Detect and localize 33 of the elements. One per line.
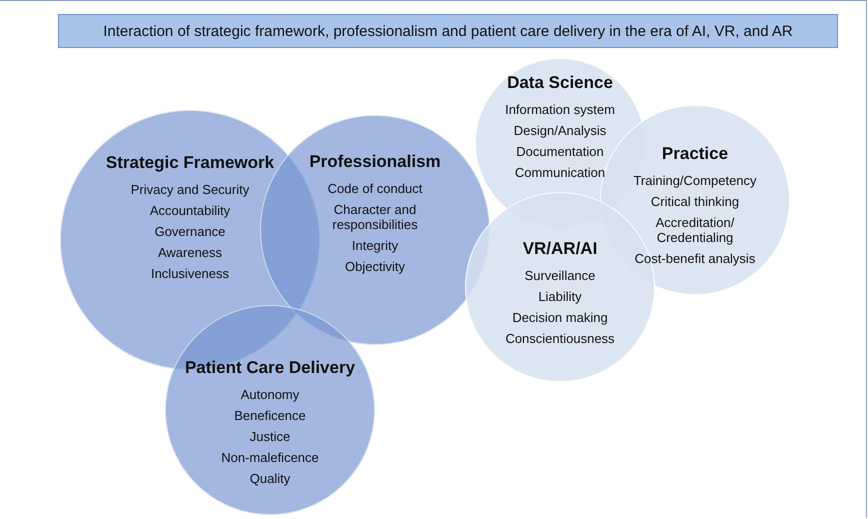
- circle-item: Information system: [505, 102, 615, 117]
- circle-item: Accountability: [150, 203, 230, 218]
- circle-heading: Practice: [662, 144, 728, 164]
- circle-heading: Patient Care Delivery: [184, 358, 356, 378]
- circle-item: Non-maleficence: [221, 450, 319, 465]
- circle-item: Design/Analysis: [514, 123, 606, 138]
- circle-item: Beneficence: [234, 408, 306, 423]
- circle-item: Objectivity: [345, 259, 405, 274]
- circle-heading: Professionalism: [309, 152, 441, 172]
- circle-item: Communication: [514, 165, 606, 180]
- circle-item: Critical thinking: [650, 194, 740, 209]
- circle-item: Conscientiousness: [505, 331, 615, 346]
- circle-item: Justice: [250, 429, 290, 444]
- circle-item: Character and responsibilities: [331, 202, 419, 232]
- circle-heading: Data Science: [507, 73, 613, 93]
- circle-item: Quality: [250, 471, 290, 486]
- circle-item: Decision making: [512, 310, 608, 325]
- circle-item: Governance: [154, 224, 226, 239]
- circle-item: Liability: [538, 289, 582, 304]
- circle-item: Cost-benefit analysis: [634, 251, 756, 266]
- circle-heading: VR/AR/AI: [522, 239, 598, 259]
- circle-heading: Strategic Framework: [106, 153, 274, 173]
- circle-item: Autonomy: [240, 387, 300, 402]
- circle-item: Integrity: [352, 238, 398, 253]
- circle-item: Awareness: [158, 245, 222, 260]
- circle-item: Code of conduct: [328, 181, 422, 196]
- circle-item: Inclusiveness: [150, 266, 230, 281]
- circle-item: Accreditation/ Credentialing: [654, 215, 736, 245]
- circle-item: Privacy and Security: [130, 182, 250, 197]
- circle-item: Documentation: [516, 144, 604, 159]
- circle-item: Surveillance: [524, 268, 596, 283]
- circle-item: Training/Competency: [633, 173, 757, 188]
- title-banner: Interaction of strategic framework, professionalism and patient care delivery in the era of AI, VR, and AR: [58, 14, 838, 48]
